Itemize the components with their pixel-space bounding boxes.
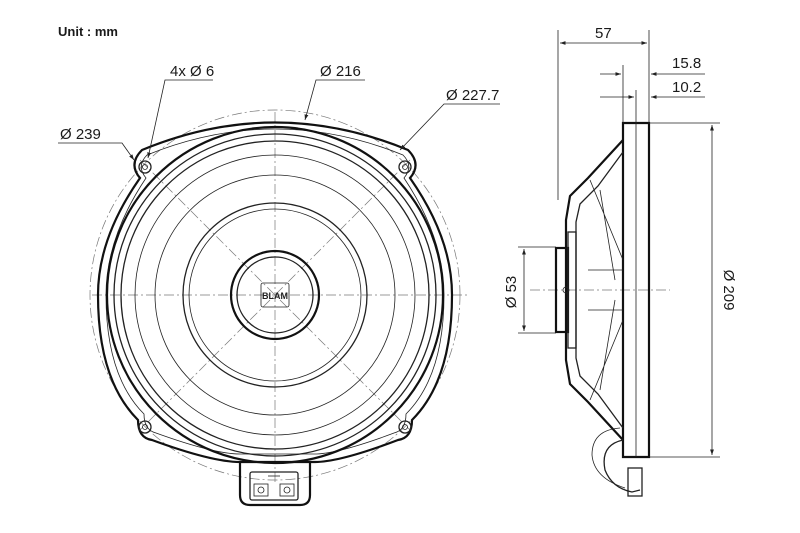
leader-cone-diameter xyxy=(304,79,365,121)
leader-outer-diameter xyxy=(58,142,135,161)
logo-text: BLAM xyxy=(262,291,288,301)
depth-label: 57 xyxy=(595,25,612,42)
frame-height-label: Ø 209 xyxy=(720,270,737,311)
side-basket-spokes xyxy=(589,179,624,401)
leader-mount-holes xyxy=(147,79,213,159)
cone-inner-ring xyxy=(182,202,368,388)
side-terminal xyxy=(627,467,643,497)
cone-ring xyxy=(154,174,396,416)
surround-outer-ring xyxy=(105,125,445,465)
cone-diameter-label: Ø 216 xyxy=(320,63,361,80)
dust-cap-outer xyxy=(229,249,321,341)
front-diagonal-centerline-2 xyxy=(139,159,411,431)
cone-outer-edge xyxy=(134,154,416,436)
speaker-frame xyxy=(96,121,454,464)
magnet-diameter-label: Ø 53 xyxy=(503,276,520,309)
surround-ring-3 xyxy=(120,140,430,450)
leader-hole-circle xyxy=(399,103,500,151)
side-basket-ribs xyxy=(588,269,623,311)
mounting-hole-top-left xyxy=(138,160,152,174)
mounting-hole-bottom-right xyxy=(398,420,412,434)
front-diagonal-centerline-1 xyxy=(139,159,411,431)
outer-diameter-label: Ø 239 xyxy=(60,126,101,143)
logo-plate xyxy=(260,282,290,308)
surround-ring-2 xyxy=(113,133,437,457)
flange-thickness-label: 10.2 xyxy=(672,79,701,96)
cone-inner-ring-2 xyxy=(188,208,362,382)
side-vent xyxy=(562,286,570,294)
side-basket xyxy=(564,139,624,441)
unit-label: Unit : mm xyxy=(58,24,118,39)
side-wire-1 xyxy=(603,439,641,493)
side-view: 57 15.8 10.2 Ø 53 Ø 209 xyxy=(503,25,737,497)
outer-reference-circle xyxy=(89,109,461,481)
flange-depth-label: 15.8 xyxy=(672,55,701,72)
terminal-block xyxy=(238,462,312,507)
mounting-hole-top-right xyxy=(398,160,412,174)
hole-circle-label: Ø 227.7 xyxy=(446,87,499,104)
side-wire-2 xyxy=(591,427,626,489)
side-magnet-plate xyxy=(567,231,577,349)
front-view: BLAM Ø 239 4x Ø 6 Ø 21 xyxy=(58,63,500,507)
mount-holes-label: 4x Ø 6 xyxy=(170,63,214,80)
mounting-hole-bottom-left xyxy=(138,420,152,434)
dust-cap-inner xyxy=(236,256,314,334)
